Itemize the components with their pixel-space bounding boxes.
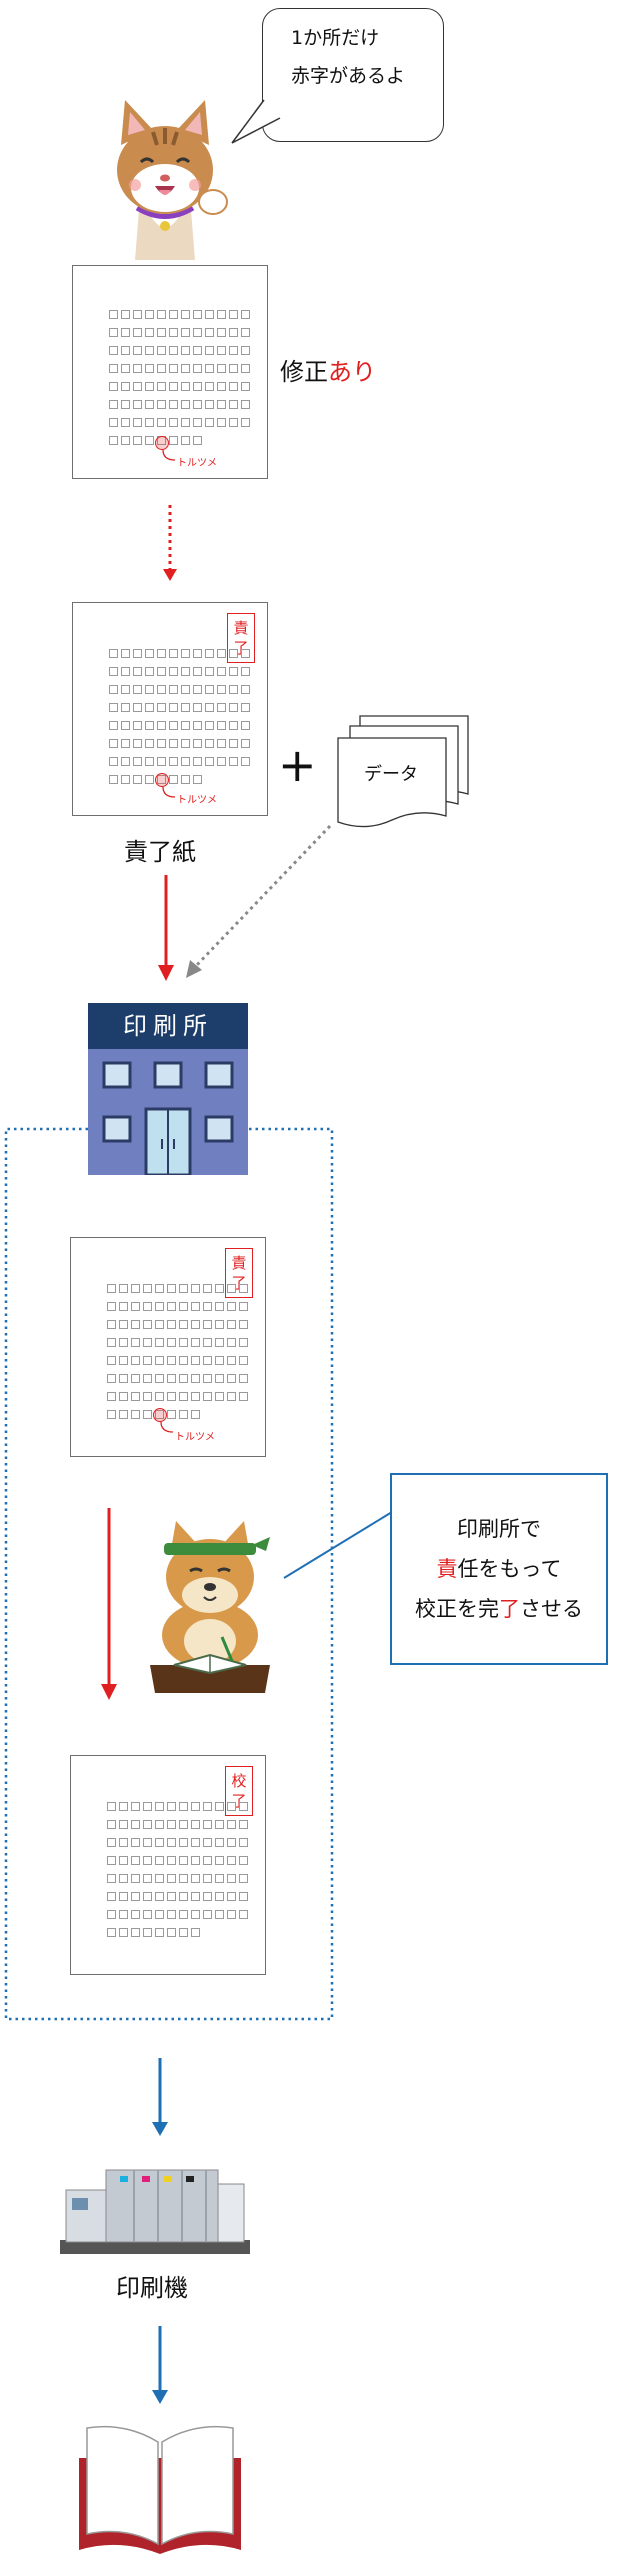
callout-line-3: 校正を完了させる	[392, 1589, 606, 1629]
callout-line-1: 印刷所で	[457, 1517, 541, 1541]
correction-mark	[155, 436, 169, 450]
callout-line-3-text-a: 校正を完	[415, 1597, 499, 1621]
red-arrow	[158, 875, 174, 981]
correction-mark	[153, 1408, 167, 1422]
correction-label-emphasis: あり	[328, 358, 376, 386]
data-sheet-label: データ	[364, 764, 418, 785]
sekiryo-label: 責了紙	[124, 838, 196, 866]
gray-dotted-arrow	[186, 824, 332, 978]
blue-arrow	[152, 2326, 168, 2404]
print-shop-sign: 印刷所	[88, 1003, 248, 1049]
correction-label-prefix: 修正	[280, 358, 328, 386]
correction-leader-line	[160, 1422, 174, 1433]
stamp-top-char: 責	[231, 1254, 247, 1272]
correction-leader-line	[162, 450, 176, 461]
text-placeholder-grid	[109, 649, 253, 793]
callout-connector-line	[283, 1511, 393, 1579]
plus-sign: +	[278, 738, 317, 792]
open-book-icon	[79, 2425, 241, 2554]
speech-line-2: 赤字があるよ	[291, 65, 406, 87]
cat-illustration	[95, 90, 235, 260]
sekiryo-proof-sheet: 責 了 トルツメ	[72, 602, 268, 816]
print-shop-building: 印刷所	[88, 1003, 248, 1175]
data-sheets-stack	[337, 715, 469, 828]
callout-line-2: 責任をもって	[392, 1549, 606, 1589]
printing-press-illustration	[60, 2160, 250, 2260]
dotted-red-arrow	[163, 505, 177, 581]
blue-arrow	[152, 2058, 168, 2136]
stamp-top-char: 校	[231, 1772, 247, 1790]
callout-line-3-text-b: させる	[520, 1597, 583, 1621]
correction-leader-line	[162, 787, 176, 798]
correction-mark	[155, 773, 169, 787]
proof-sheet-with-correction: トルツメ	[72, 265, 268, 479]
correction-label: 修正あり	[280, 352, 376, 387]
text-placeholder-grid	[109, 310, 253, 454]
speech-line-1: 1か所だけ	[291, 27, 380, 49]
callout-red-char: 責	[436, 1557, 458, 1581]
kouryo-stamp: 校 了	[225, 1766, 253, 1816]
callout-line-2-text: 任をもって	[457, 1557, 562, 1581]
sekiryo-sheet-in-print-shop: 責 了 トルツメ	[70, 1237, 266, 1457]
stamp-top-char: 責	[233, 619, 249, 637]
speech-bubble: 1か所だけ 赤字があるよ	[262, 8, 444, 142]
kouryo-proof-sheet: 校 了	[70, 1755, 266, 1975]
correction-mark-text: トルツメ	[177, 795, 217, 806]
print-shop-sign-text: 印刷所	[123, 1012, 213, 1040]
press-label: 印刷機	[116, 2274, 188, 2302]
correction-mark-text: トルツメ	[177, 458, 217, 469]
building-body-icon	[88, 1049, 248, 1175]
speech-bubble-tail	[231, 99, 281, 144]
dog-proofreader-illustration	[140, 1515, 280, 1695]
text-placeholder-grid	[107, 1284, 251, 1428]
red-arrow-inside	[101, 1508, 117, 1700]
callout-red-char: 了	[499, 1597, 520, 1621]
callout-box: 印刷所で 責任をもって 校正を完了させる	[390, 1473, 608, 1665]
text-placeholder-grid	[107, 1802, 251, 1946]
correction-mark-text: トルツメ	[175, 1432, 215, 1443]
